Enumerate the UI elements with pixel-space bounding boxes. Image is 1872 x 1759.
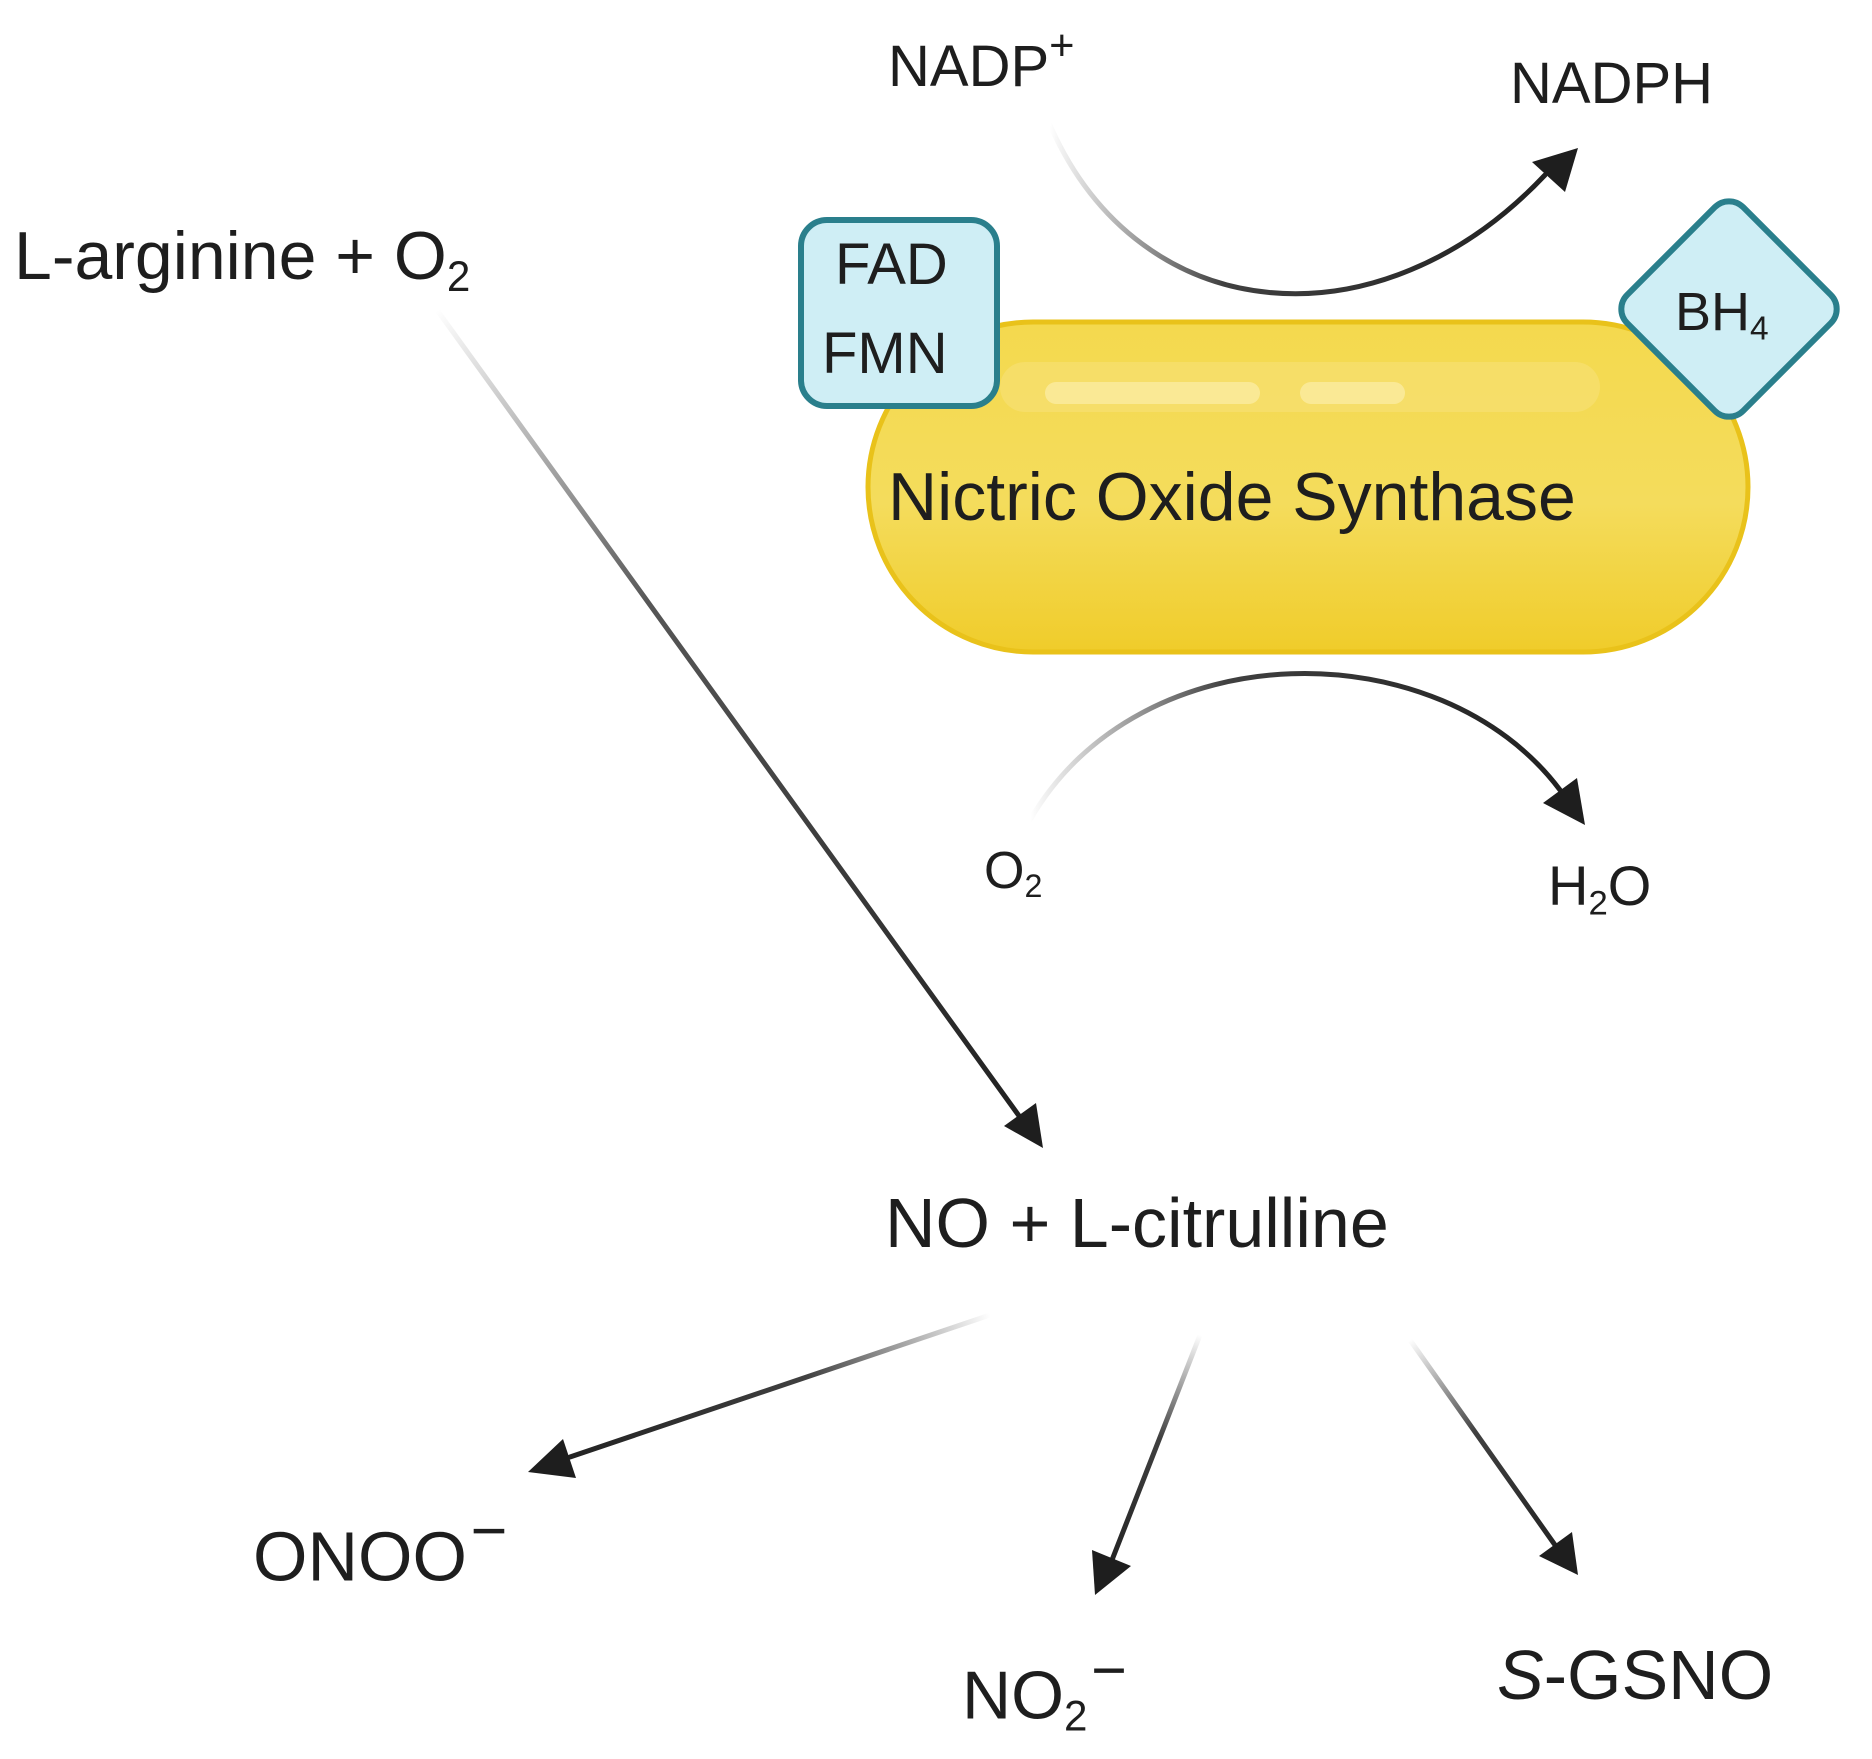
- peroxynitrite-label: ONOO−: [253, 1496, 508, 1596]
- nadp-label: NADP+: [888, 22, 1075, 100]
- nadph-label: NADPH: [1510, 51, 1714, 116]
- gsno-label: S-GSNO: [1497, 1636, 1774, 1714]
- h2o-label: H2O: [1548, 854, 1652, 923]
- enzyme-label: Nictric Oxide Synthase: [888, 459, 1576, 535]
- arrow-arginine-to-no: [434, 307, 1043, 1148]
- arrow-no-to-gsno: [1407, 1337, 1578, 1575]
- o2-label: O2: [984, 842, 1043, 905]
- fmn-label: FMN: [822, 321, 948, 386]
- substrate-label: L-arginine + O2: [14, 218, 471, 300]
- fad-label: FAD: [835, 232, 948, 297]
- bh4-label: BH4: [1675, 282, 1769, 348]
- nitrite-label: NO2−: [962, 1636, 1127, 1740]
- arrow-no-to-nitrite: [1092, 1332, 1203, 1595]
- arrow-nadp-to-nadph: [1047, 122, 1578, 297]
- bh4-diamond: [1618, 198, 1840, 420]
- arrow-no-to-peroxynitrite: [528, 1312, 993, 1478]
- enzyme-capsule: [865, 319, 1751, 655]
- arrow-o2-to-h2o: [1027, 671, 1585, 825]
- flavin-box: [798, 217, 1000, 409]
- product-label: NO + L-citrulline: [885, 1184, 1389, 1262]
